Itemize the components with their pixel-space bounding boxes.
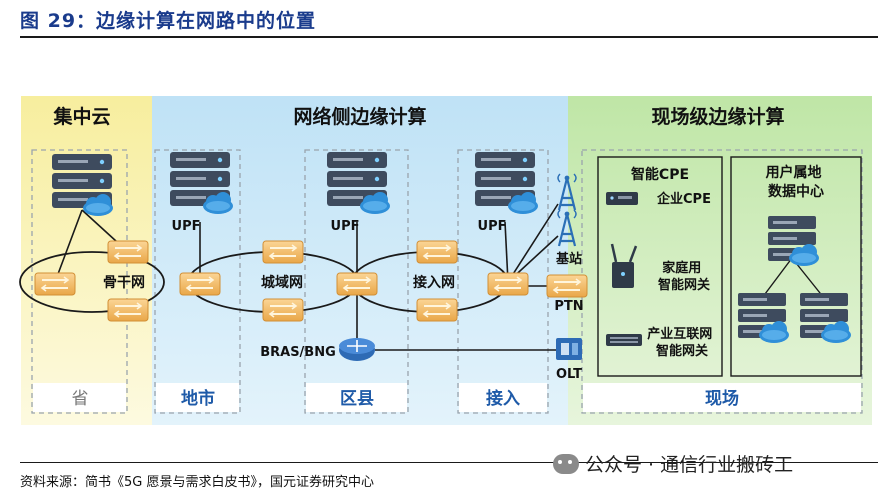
olt-label: OLT — [556, 367, 582, 382]
olt-device-icon — [556, 338, 582, 360]
access-router-top — [416, 240, 458, 264]
county-label: 区县 — [340, 389, 374, 409]
home-gateway-label-line2: 智能网关 — [658, 277, 710, 293]
access-label: 接入 — [486, 388, 520, 409]
industrial-gateway-label-line2: 智能网关 — [656, 343, 708, 359]
industrial-gateway-label: 产业互联网 智能网关 — [647, 326, 717, 359]
metro-router-bottom — [262, 298, 304, 322]
home-gateway-icon — [610, 243, 638, 288]
user-datacenter-title: 用户属地 数据中心 — [766, 164, 827, 200]
base-station-label: 基站 — [555, 251, 582, 267]
access-network-label: 接入网 — [413, 274, 455, 291]
upf-label-city: UPF — [172, 219, 201, 234]
user-datacenter-title-line1: 用户属地 — [766, 164, 822, 181]
access-box — [457, 149, 549, 414]
home-gateway-label-line1: 家庭用 — [662, 260, 701, 276]
home-gateway-label: 家庭用 智能网关 — [658, 260, 710, 293]
figure-title: 图 29：边缘计算在网路中的位置 — [20, 10, 317, 32]
network-zone — [152, 96, 568, 425]
cpe-title: 智能CPE — [630, 166, 689, 183]
enterprise-cpe-label: 企业CPE — [656, 191, 711, 207]
metro-router-top — [262, 240, 304, 264]
county-router — [336, 272, 378, 296]
watermark-text: 公众号 · 通信行业搬砖工 — [585, 454, 794, 476]
source-note: 资料来源：简书《5G 愿景与需求白皮书》，国元证券研究中心 — [20, 475, 374, 490]
onsite-zone — [568, 96, 872, 425]
access-router-bottom — [416, 298, 458, 322]
backbone-label: 骨干网 — [103, 274, 145, 291]
ptn-label: PTN — [554, 299, 583, 314]
county-box — [304, 149, 409, 414]
wechat-icon — [553, 453, 579, 474]
ptn-router — [546, 274, 588, 298]
city-box — [154, 149, 241, 414]
bras-label: BRAS/BNG — [260, 345, 336, 360]
enterprise-cpe-icon — [606, 192, 638, 205]
network-zone-header: 网络侧边缘计算 — [293, 105, 426, 128]
upf-label-access: UPF — [478, 219, 507, 234]
backbone-router-bottom — [107, 298, 149, 322]
backbone-ring — [19, 251, 165, 313]
backbone-router-top — [107, 240, 149, 264]
industrial-gateway-label-line1: 产业互联网 — [647, 326, 712, 342]
cpe-panel — [597, 156, 723, 377]
access-router — [487, 272, 529, 296]
cloud-zone-header: 集中云 — [52, 105, 110, 128]
bras-router-icon — [339, 338, 375, 361]
industrial-gateway-icon — [606, 334, 642, 346]
source-rule — [20, 462, 878, 463]
watermark: 公众号 · 通信行业搬砖工 — [553, 450, 793, 477]
onsite-label: 现场 — [705, 389, 739, 409]
city-router — [179, 272, 221, 296]
onsite-zone-header: 现场级边缘计算 — [651, 105, 784, 128]
user-datacenter-title-line2: 数据中心 — [768, 183, 824, 200]
metro-label: 城域网 — [261, 274, 303, 291]
province-label: 省 — [72, 389, 89, 409]
upf-label-county: UPF — [331, 219, 360, 234]
city-label: 地市 — [181, 388, 215, 409]
user-datacenter-panel — [730, 156, 862, 377]
province-box — [31, 149, 128, 414]
backbone-router-left — [34, 272, 76, 296]
title-rule — [20, 36, 878, 38]
